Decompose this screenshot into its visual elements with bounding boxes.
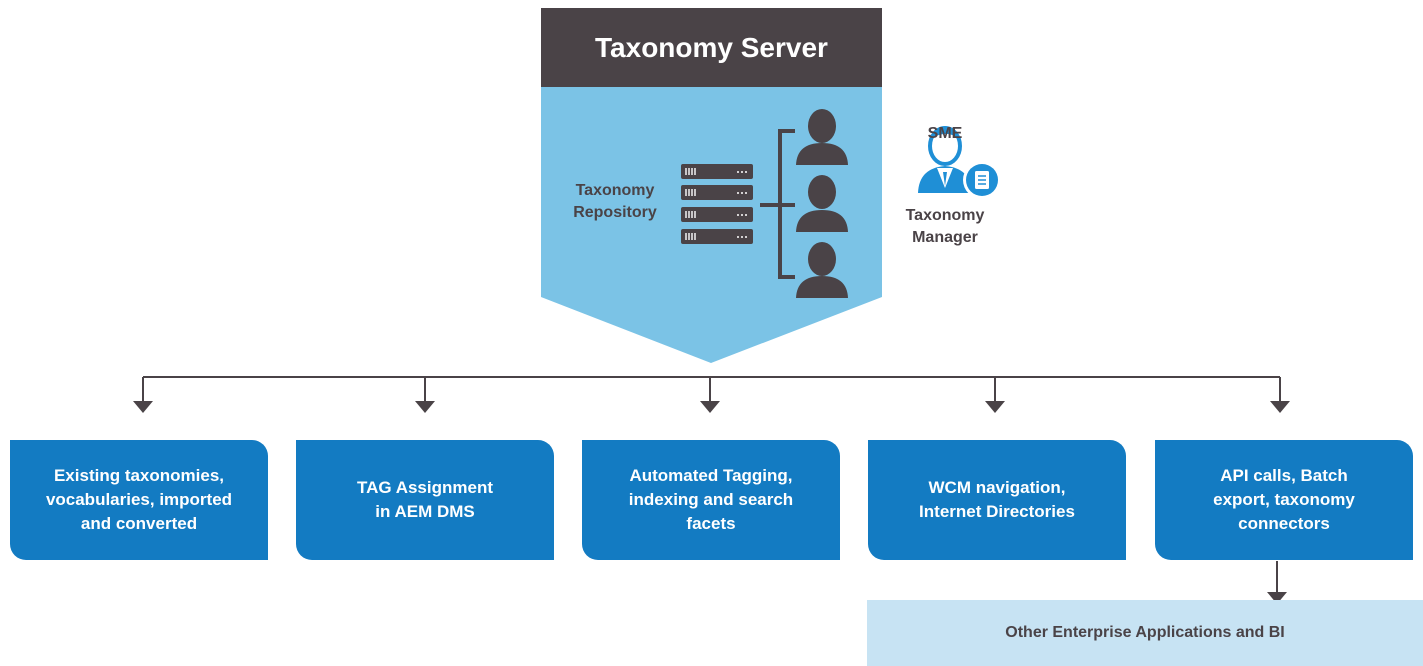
output-box-api-calls: API calls, Batch export, taxonomy connec… <box>1155 440 1413 560</box>
other-enterprise-applications: Other Enterprise Applications and BI <box>867 600 1423 666</box>
repository-label: Taxonomy Repository <box>573 182 657 221</box>
sme-label: SME <box>927 125 963 142</box>
output-box-automated-tagging: Automated Tagging, indexing and search f… <box>582 440 840 560</box>
user-silhouette-icon <box>796 242 848 298</box>
user-bracket <box>760 129 795 279</box>
output-box-tag-assignment: TAG Assignment in AEM DMS <box>296 440 554 560</box>
arrowheads <box>133 401 1290 604</box>
output-box-existing-taxonomies: Existing taxonomies, vocabularies, impor… <box>10 440 268 560</box>
output-box-wcm-navigation: WCM navigation, Internet Directories <box>868 440 1126 560</box>
server-rack-icon <box>681 164 753 244</box>
user-silhouette-icon <box>796 109 848 165</box>
user-silhouette-icon <box>796 175 848 232</box>
sme-manager-document-icon <box>918 126 1001 199</box>
distribution-connectors <box>142 376 1281 592</box>
server-title: Taxonomy Server <box>595 31 828 63</box>
taxonomy-manager-label: Taxonomy Manager <box>905 207 985 246</box>
server-header <box>541 8 882 87</box>
